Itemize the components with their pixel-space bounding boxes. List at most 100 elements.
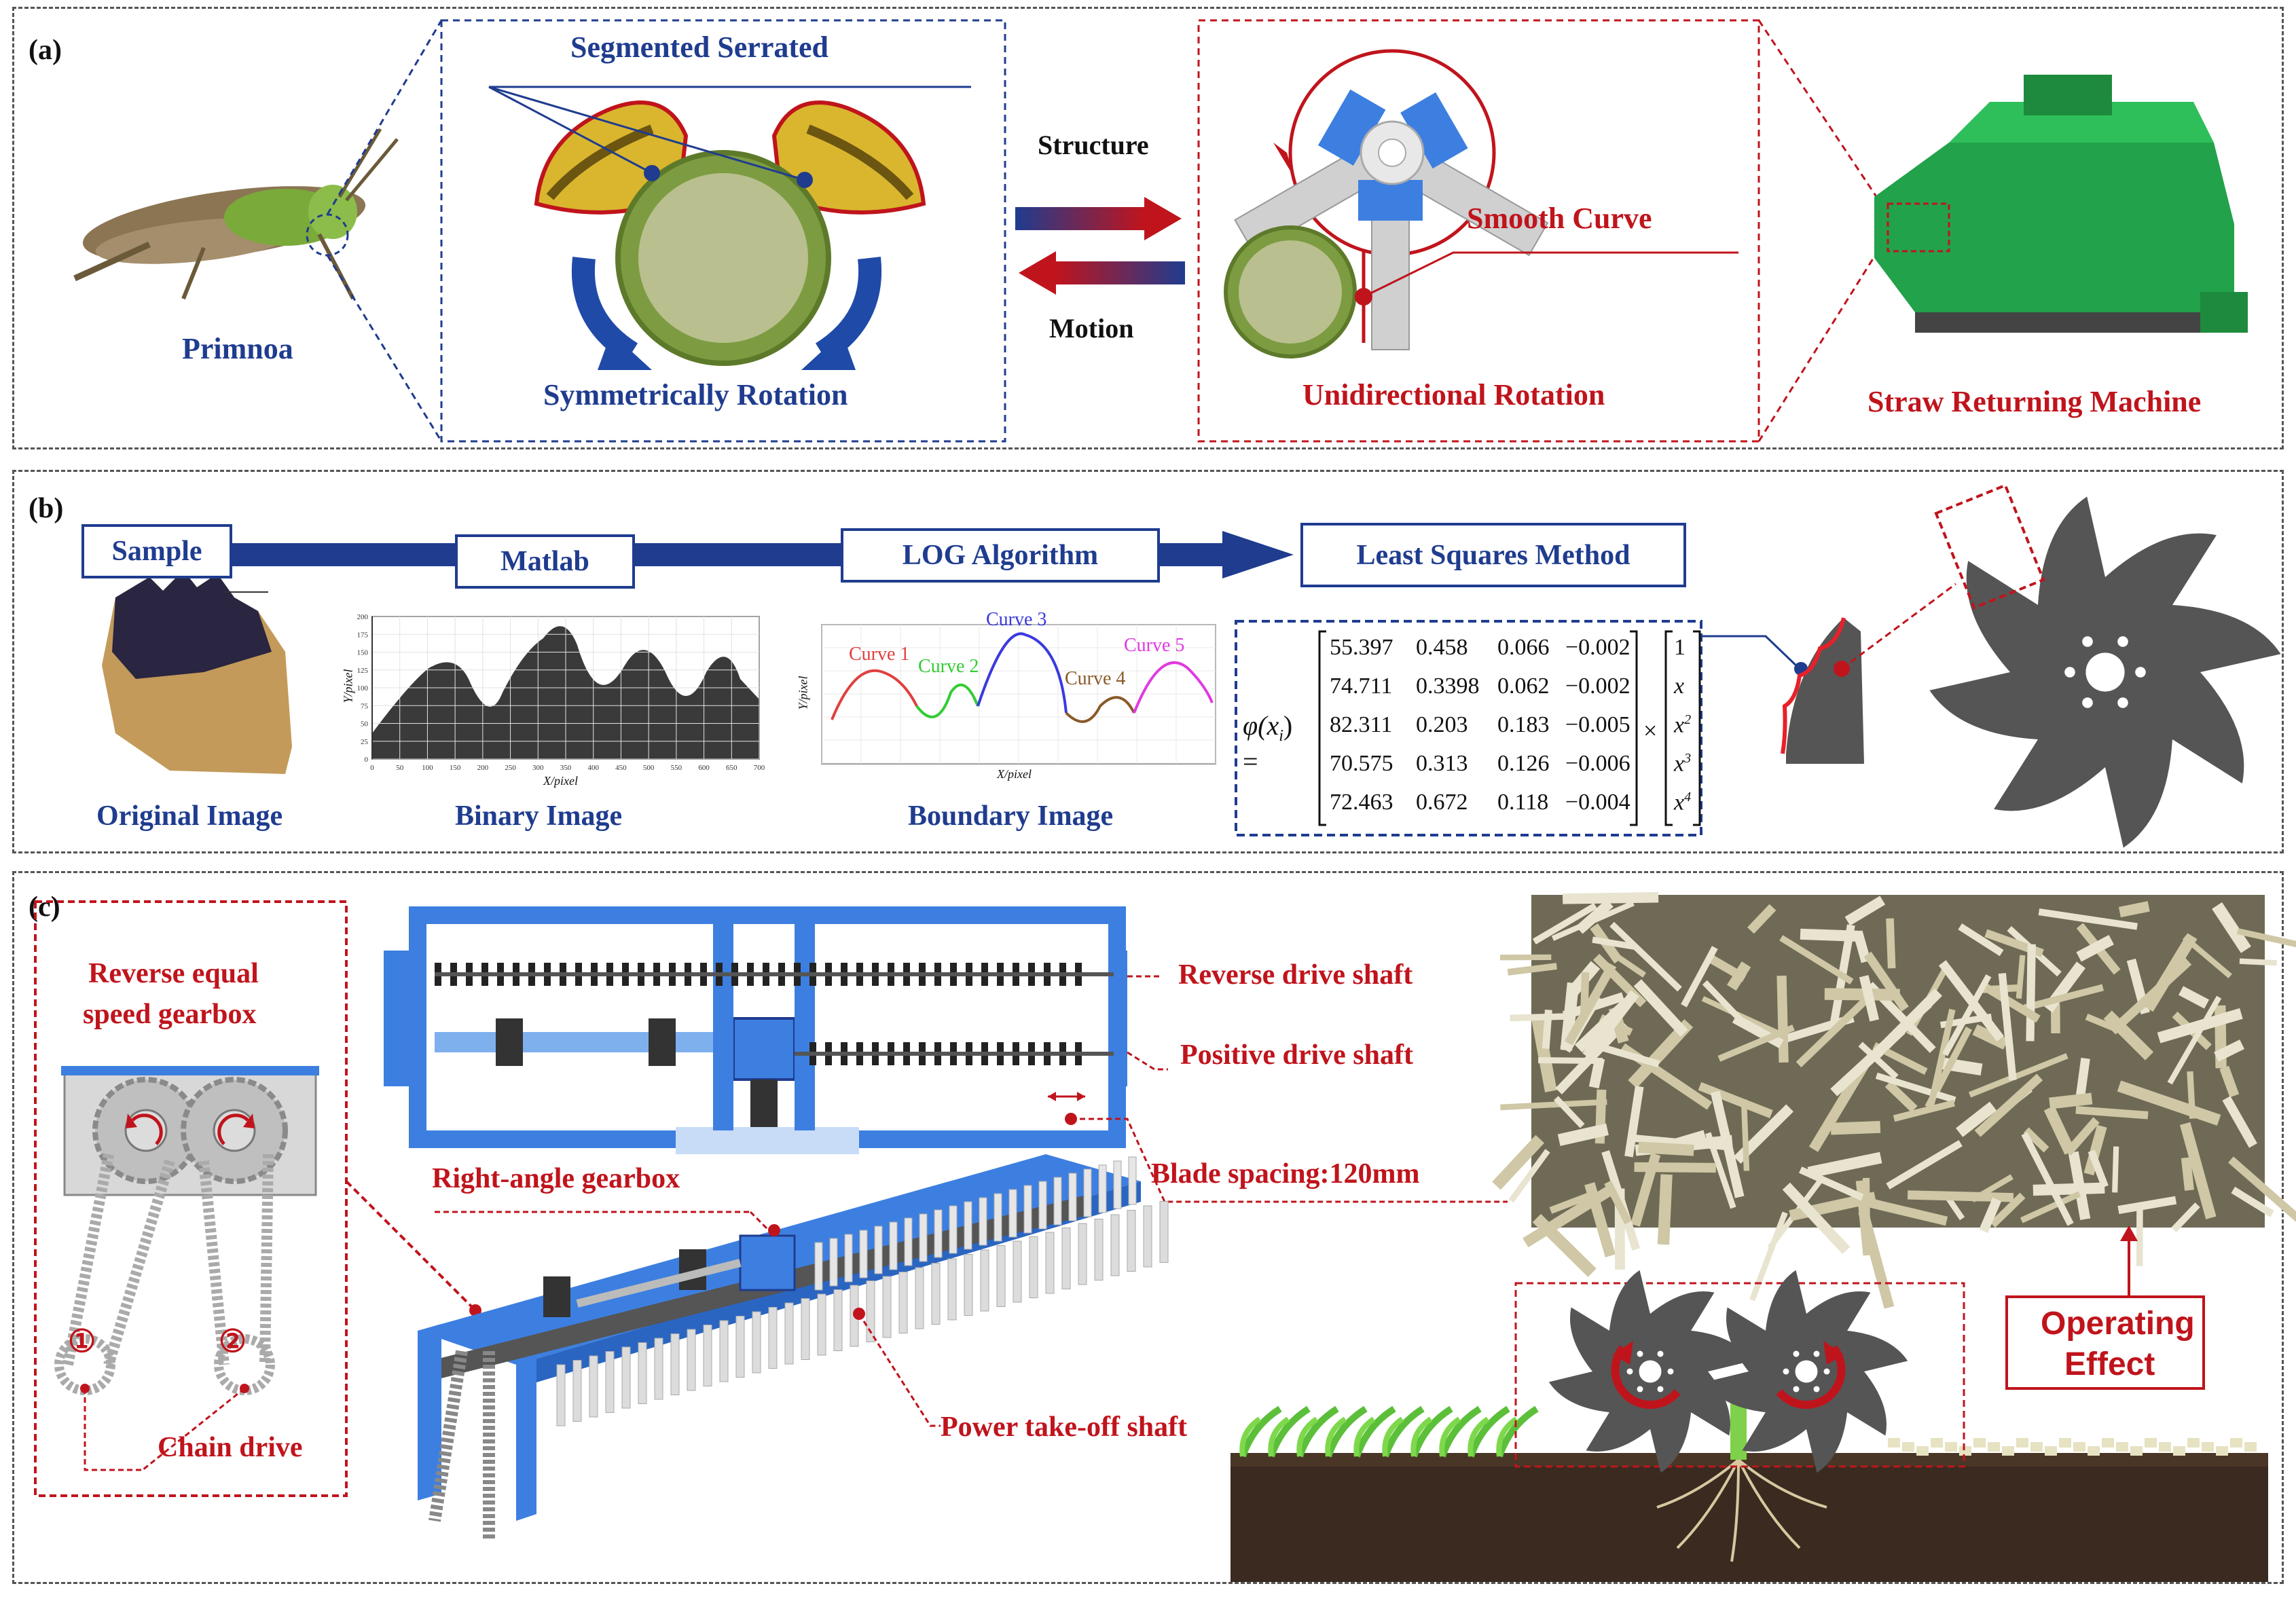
binary-x-tick: 600 bbox=[698, 764, 710, 772]
curve-label-3: Curve 3 bbox=[986, 609, 1047, 630]
equation-lhs-sub: i bbox=[1279, 727, 1283, 745]
matrix-cell: 82.311 bbox=[1330, 712, 1393, 737]
reverse-gearbox-drawing bbox=[54, 1066, 319, 1395]
matrix-cell: −0.002 bbox=[1565, 635, 1630, 660]
gearbox-title-line1: Reverse equal bbox=[88, 958, 259, 989]
step-label-log-algorithm: LOG Algorithm bbox=[902, 540, 1099, 571]
operating-effect-label-1: Operating bbox=[2041, 1306, 2195, 1342]
equation-lhs-end: ) = bbox=[1243, 710, 1293, 777]
binary-x-tick: 200 bbox=[477, 764, 489, 772]
matrix-cell: −0.006 bbox=[1565, 751, 1630, 776]
motion-arrow bbox=[1019, 251, 1185, 295]
panel-a bbox=[12, 7, 2284, 449]
equation-box bbox=[1235, 620, 1702, 836]
matrix-cell: 74.711 bbox=[1330, 674, 1393, 699]
binary-x-tick: 300 bbox=[532, 764, 544, 772]
binary-y-tick: 150 bbox=[357, 649, 369, 657]
matrix-cell: 0.672 bbox=[1416, 790, 1468, 815]
binary-y-tick: 100 bbox=[357, 684, 369, 693]
insect-name: Primnoa bbox=[182, 332, 293, 365]
boundary-image-chart bbox=[821, 624, 1216, 764]
binary-x-tick: 250 bbox=[505, 764, 516, 772]
vector-power: 3 bbox=[1684, 751, 1692, 766]
curve-label-1: Curve 1 bbox=[849, 644, 910, 665]
matrix-cell: 0.203 bbox=[1416, 712, 1468, 737]
matrix-cell: 72.463 bbox=[1330, 790, 1393, 815]
binary-y-tick: 25 bbox=[361, 738, 369, 746]
chopped-straw-photo bbox=[1492, 891, 2296, 1309]
matrix-cell: 0.458 bbox=[1416, 635, 1468, 660]
matrix-cell: 0.062 bbox=[1497, 674, 1550, 699]
operating-effect-label-2: Effect bbox=[2064, 1346, 2155, 1382]
matrix-cell: 70.575 bbox=[1330, 751, 1393, 776]
step-label-matlab: Matlab bbox=[500, 546, 589, 577]
straw-returning-machine-label: Straw Returning Machine bbox=[1867, 385, 2202, 418]
vector-cell: x bbox=[1674, 674, 1685, 699]
zoom-caption: Symmetrically Rotation bbox=[543, 378, 848, 411]
equation-lhs: φ(x bbox=[1243, 710, 1279, 741]
right-angle-gearbox-label: Right-angle gearbox bbox=[432, 1163, 680, 1194]
positive-drive-shaft-label: Positive drive shaft bbox=[1180, 1039, 1413, 1071]
power-takeoff-shaft-label: Power take-off shaft bbox=[941, 1412, 1188, 1443]
matrix-cell: −0.004 bbox=[1565, 790, 1630, 815]
binary-x-tick: 500 bbox=[643, 764, 655, 772]
curve-label-4: Curve 4 bbox=[1065, 668, 1126, 689]
matrix-cell: −0.002 bbox=[1565, 674, 1630, 699]
matrix-cell: 0.313 bbox=[1416, 751, 1468, 776]
binary-y-tick: 0 bbox=[365, 756, 369, 764]
binary-x-tick: 350 bbox=[560, 764, 572, 772]
step-label-least-squares: Least Squares Method bbox=[1356, 539, 1630, 571]
boundary-curve-5 bbox=[1133, 661, 1214, 714]
vector-cell: x2 bbox=[1674, 712, 1692, 738]
structure-label: Structure bbox=[1038, 130, 1149, 160]
step-box-least-squares: Least Squares Method bbox=[1300, 523, 1686, 587]
chain-drive-label: Chain drive bbox=[158, 1432, 303, 1463]
step-label-sample: Sample bbox=[111, 536, 202, 567]
caption-boundary-image: Boundary Image bbox=[908, 800, 1114, 832]
equation-times: × bbox=[1643, 717, 1658, 744]
gearbox-callout-box bbox=[34, 900, 348, 1497]
binary-x-tick: 150 bbox=[450, 764, 461, 772]
serrated-blade-tooth bbox=[1781, 617, 1864, 764]
caption-original-image: Original Image bbox=[96, 800, 283, 832]
binary-x-tick: 50 bbox=[396, 764, 404, 772]
matrix-cell: −0.005 bbox=[1565, 712, 1630, 737]
step-box-sample: Sample bbox=[81, 524, 232, 578]
reverse-drive-shaft-label: Reverse drive shaft bbox=[1178, 959, 1413, 991]
mandible-right bbox=[771, 100, 926, 215]
boundary-curve-3 bbox=[977, 632, 1068, 714]
binary-y-tick: 50 bbox=[361, 720, 369, 729]
binary-y-tick: 125 bbox=[357, 667, 369, 675]
straw-returning-machine-image bbox=[1874, 75, 2248, 333]
zoom-title: Segmented Serrated bbox=[570, 31, 829, 64]
caption-binary-image: Binary Image bbox=[455, 800, 623, 832]
matrix-cell: 0.3398 bbox=[1416, 674, 1480, 699]
gearbox-title-line2: speed gearbox bbox=[83, 999, 257, 1030]
boundary-curve-1 bbox=[831, 669, 918, 720]
vector-cell: 1 bbox=[1674, 635, 1685, 660]
binary-y-tick: 200 bbox=[357, 613, 369, 621]
structure-arrow bbox=[1015, 197, 1182, 240]
binary-x-tick: 100 bbox=[422, 764, 433, 772]
binary-y-tick: 175 bbox=[357, 631, 369, 639]
panel-c bbox=[12, 871, 2284, 1584]
machine-isometric-view bbox=[418, 1154, 1169, 1541]
vector-power: 4 bbox=[1684, 790, 1692, 805]
boundary-chart-xlabel: X/pixel bbox=[997, 767, 1032, 781]
blade-spacing-label: Blade spacing:120mm bbox=[1151, 1158, 1420, 1190]
binary-x-tick: 450 bbox=[615, 764, 627, 772]
unidirectional-rotation-label: Unidirectional Rotation bbox=[1302, 378, 1605, 411]
matrix-cell: 0.118 bbox=[1497, 790, 1549, 815]
binary-x-tick: 400 bbox=[587, 764, 599, 772]
vector-cell: x3 bbox=[1674, 751, 1692, 777]
matrix-cell: 0.126 bbox=[1497, 751, 1550, 776]
sample-tooth-image bbox=[102, 570, 292, 774]
matrix-cell: 0.183 bbox=[1497, 712, 1550, 737]
sprocket-2-label: ② bbox=[219, 1324, 247, 1359]
binary-chart-xlabel: X/pixel bbox=[543, 774, 578, 788]
binary-x-tick: 700 bbox=[754, 764, 765, 772]
